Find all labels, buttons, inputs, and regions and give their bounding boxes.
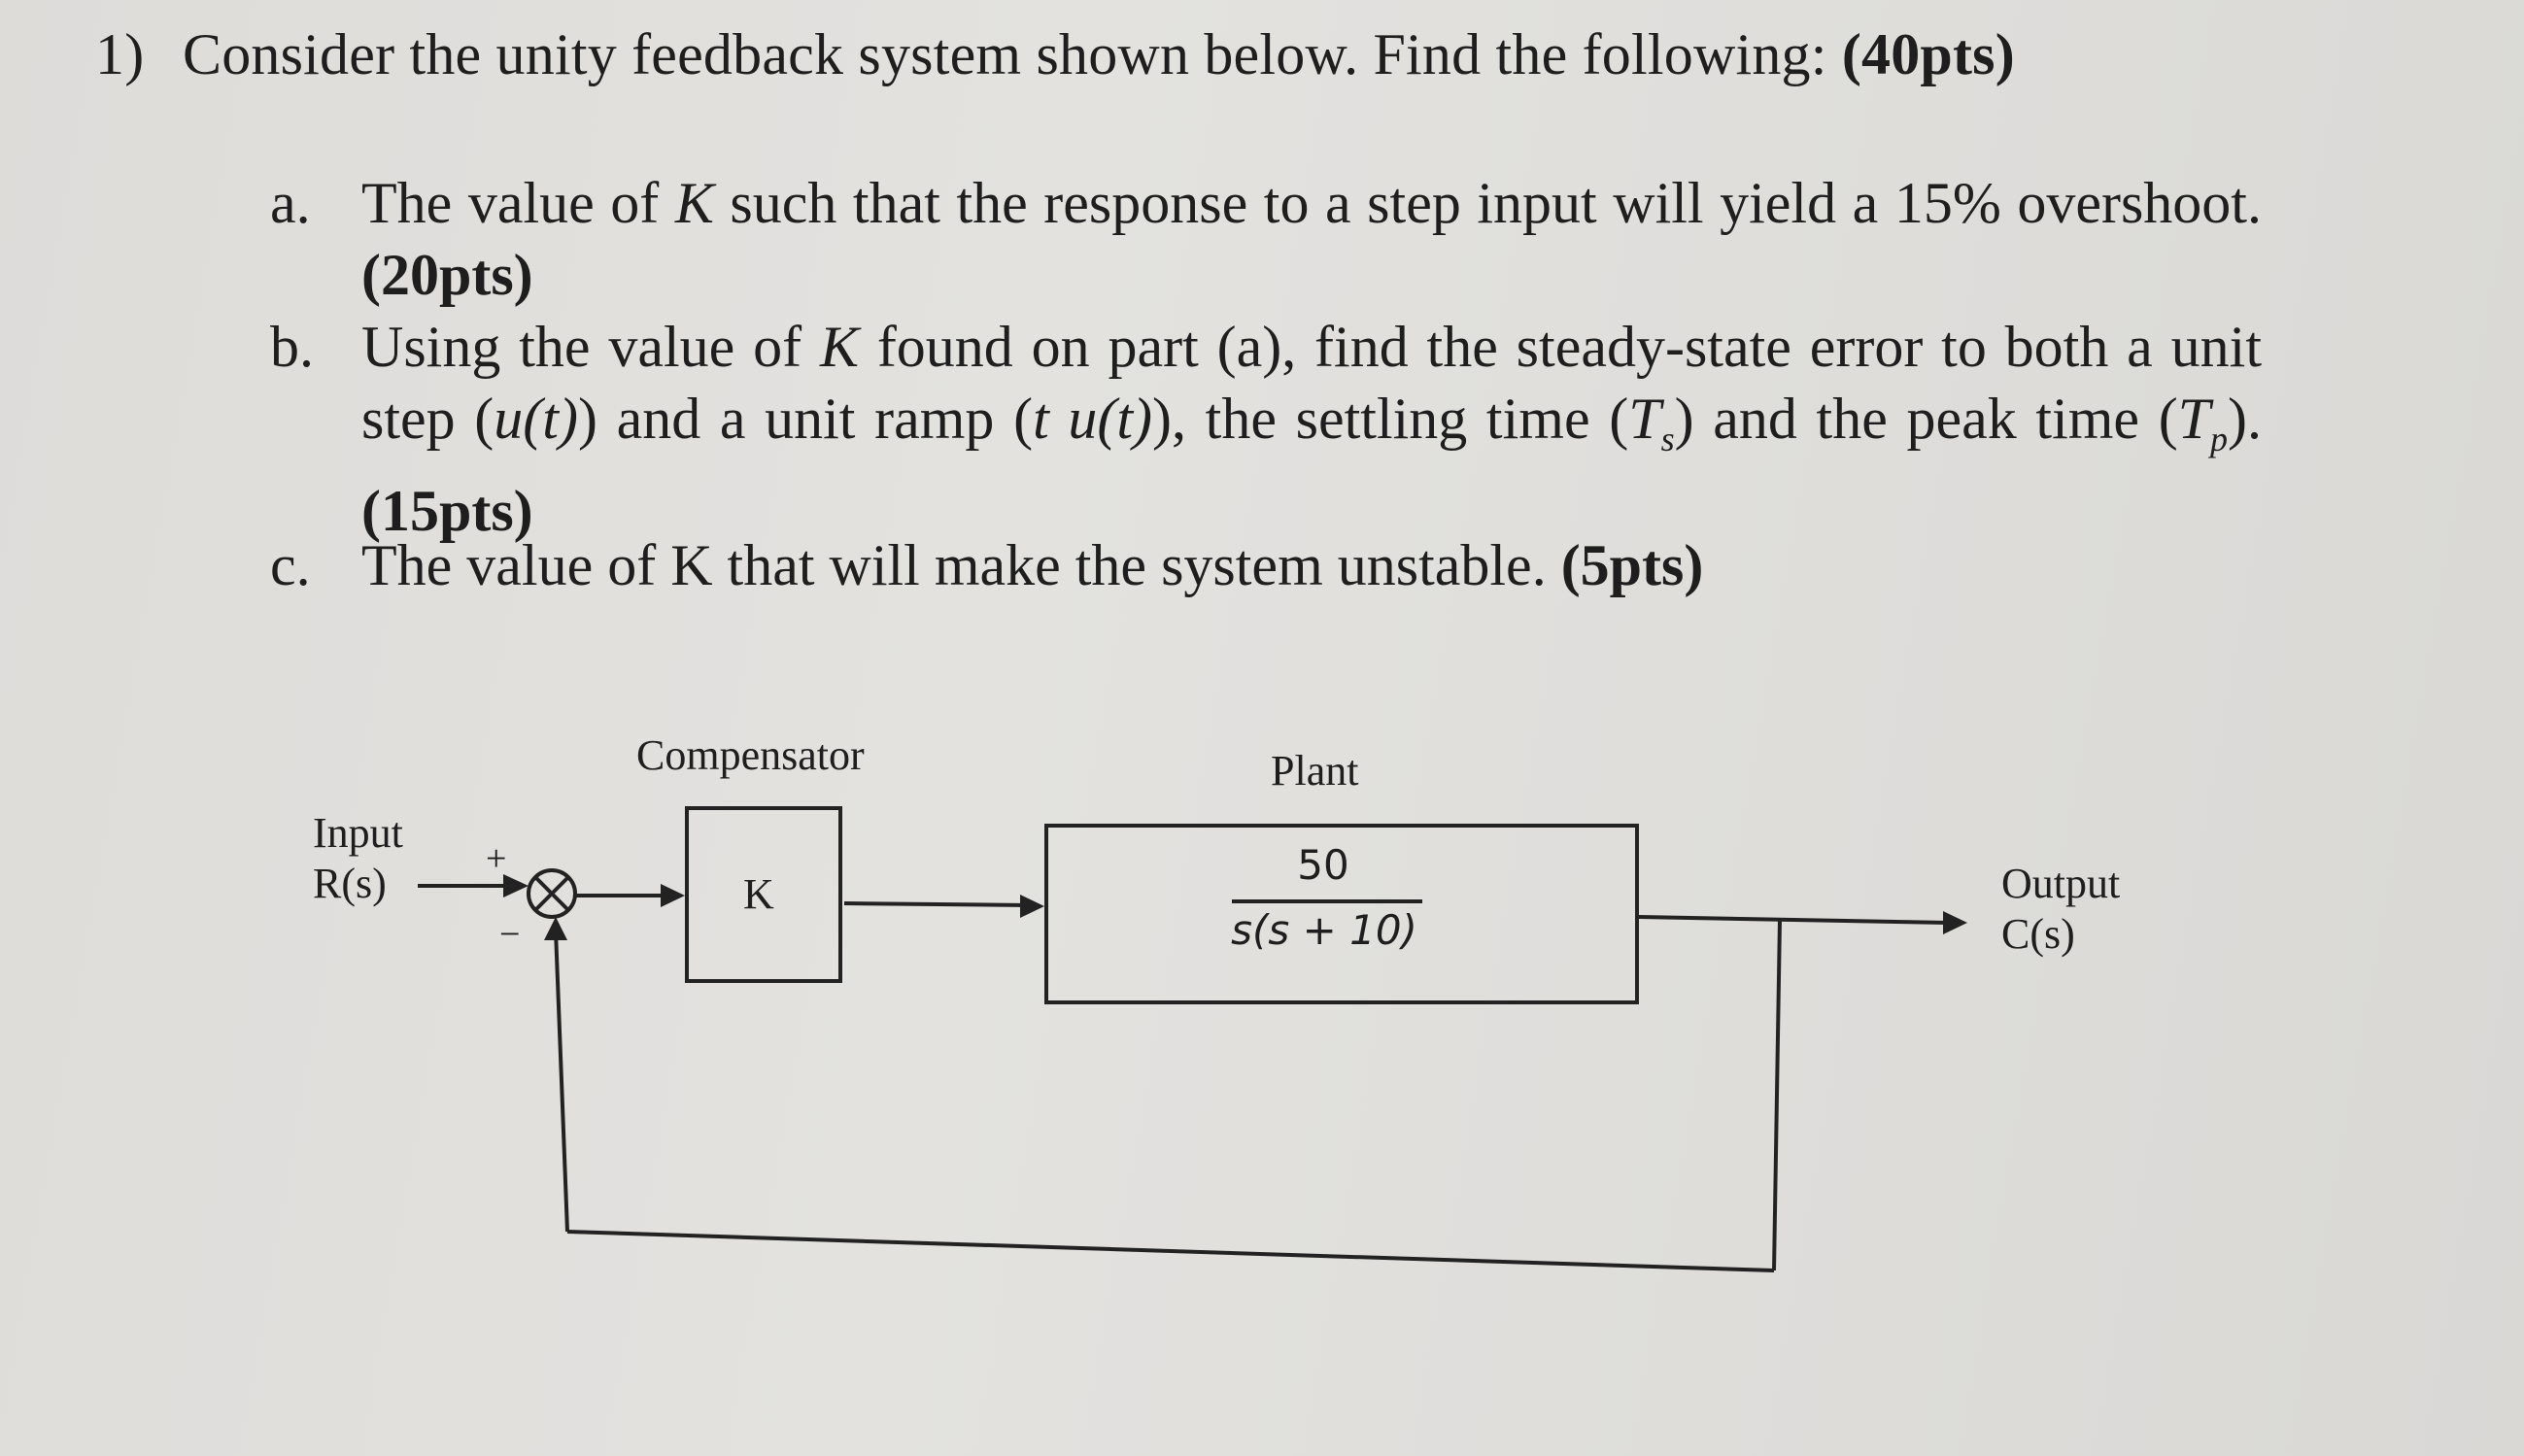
input-label: Input	[313, 809, 403, 857]
plant-numerator: 50	[1297, 841, 1349, 889]
compensator-block	[685, 806, 842, 983]
summing-junction-icon	[527, 868, 577, 919]
sub-question-label: c.	[270, 533, 311, 597]
plus-sign: +	[486, 838, 507, 879]
arrow-icon	[1943, 911, 1967, 934]
unit-ramp-fn: t u(t)	[1033, 387, 1153, 451]
fraction-bar	[1232, 899, 1422, 903]
sub-question-c: c. The value of K that will make the sys…	[270, 529, 2262, 601]
compensator-gain: K	[743, 870, 774, 918]
arrow-icon	[544, 917, 567, 940]
question-points: (40pts)	[1841, 22, 2015, 86]
variable-k: K	[674, 171, 714, 235]
sub-question-text: The value of K that will make the system…	[361, 533, 1704, 597]
sub-question-text: Using the value of K found on part (a), …	[361, 315, 2263, 543]
arrow-icon	[661, 884, 685, 907]
question-number: 1)	[95, 22, 145, 86]
input-signal-label: R(s)	[313, 860, 387, 907]
sub-question-label: a.	[270, 171, 311, 235]
plant-denominator: s(s + 10)	[1231, 906, 1417, 954]
arrow-icon	[1020, 895, 1044, 918]
unit-step-fn: u(t)	[494, 387, 578, 451]
sub-question-points: (20pts)	[361, 243, 533, 307]
output-signal-label: C(s)	[2001, 910, 2075, 958]
sub-question-points: (15pts)	[361, 479, 533, 543]
question-text: Consider the unity feedback system shown…	[183, 22, 1842, 86]
sub-question-a: a. The value of K such that the response…	[270, 167, 2262, 311]
sub-question-points: (5pts)	[1560, 533, 1704, 597]
compensator-title: Compensator	[636, 731, 865, 779]
question-heading: 1) Consider the unity feedback system sho…	[95, 21, 2015, 88]
minus-sign: −	[499, 914, 521, 955]
peak-time-symbol: Tp	[2177, 387, 2229, 458]
sub-question-b: b. Using the value of K found on part (a…	[270, 311, 2262, 547]
sub-question-text: The value of K such that the response to…	[361, 171, 2262, 307]
sub-question-label: b.	[270, 315, 314, 379]
output-label: Output	[2001, 860, 2121, 907]
arrow-icon	[503, 874, 529, 897]
variable-k: K	[819, 315, 859, 379]
plant-title: Plant	[1271, 747, 1359, 795]
settling-time-symbol: Ts	[1628, 387, 1675, 458]
plant-block	[1044, 824, 1639, 1004]
